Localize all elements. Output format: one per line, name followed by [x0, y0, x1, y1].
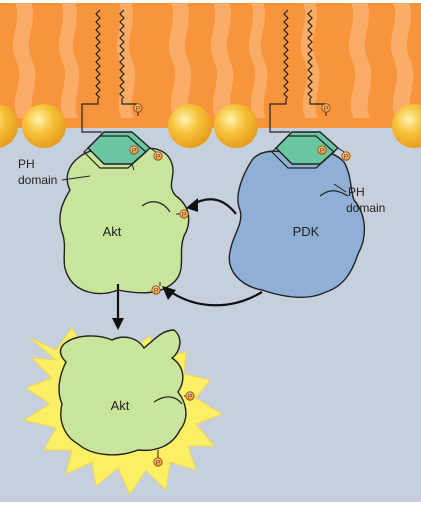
- active-akt-phosphates: [153, 391, 195, 468]
- pdk-label: PDK: [293, 224, 320, 239]
- ring-phosphates: [129, 103, 351, 171]
- pdk-phosphorylation-arrows: [162, 198, 263, 307]
- akt-ph-domain-pointer: [61, 175, 91, 181]
- pdk-ph-domain-pointer: [333, 183, 347, 193]
- akt-label-active: Akt: [111, 398, 130, 413]
- akt-protein-active: [58, 329, 187, 456]
- akt-phosphorylation-sites: [151, 209, 189, 296]
- activation-arrow: [112, 284, 124, 330]
- akt-ph-domain-label-line2: domain: [18, 173, 57, 187]
- lipid-heads: [0, 104, 421, 148]
- pdk-ph-domain-label-line1: PH: [348, 185, 365, 199]
- plasma-membrane: [0, 0, 421, 128]
- akt-ph-domain-label-line1: PH: [18, 157, 35, 171]
- pdk-ph-domain-label-line2: domain: [346, 201, 385, 215]
- akt-protein-membrane-bound: [59, 147, 190, 295]
- akt-label-top: Akt: [103, 224, 122, 239]
